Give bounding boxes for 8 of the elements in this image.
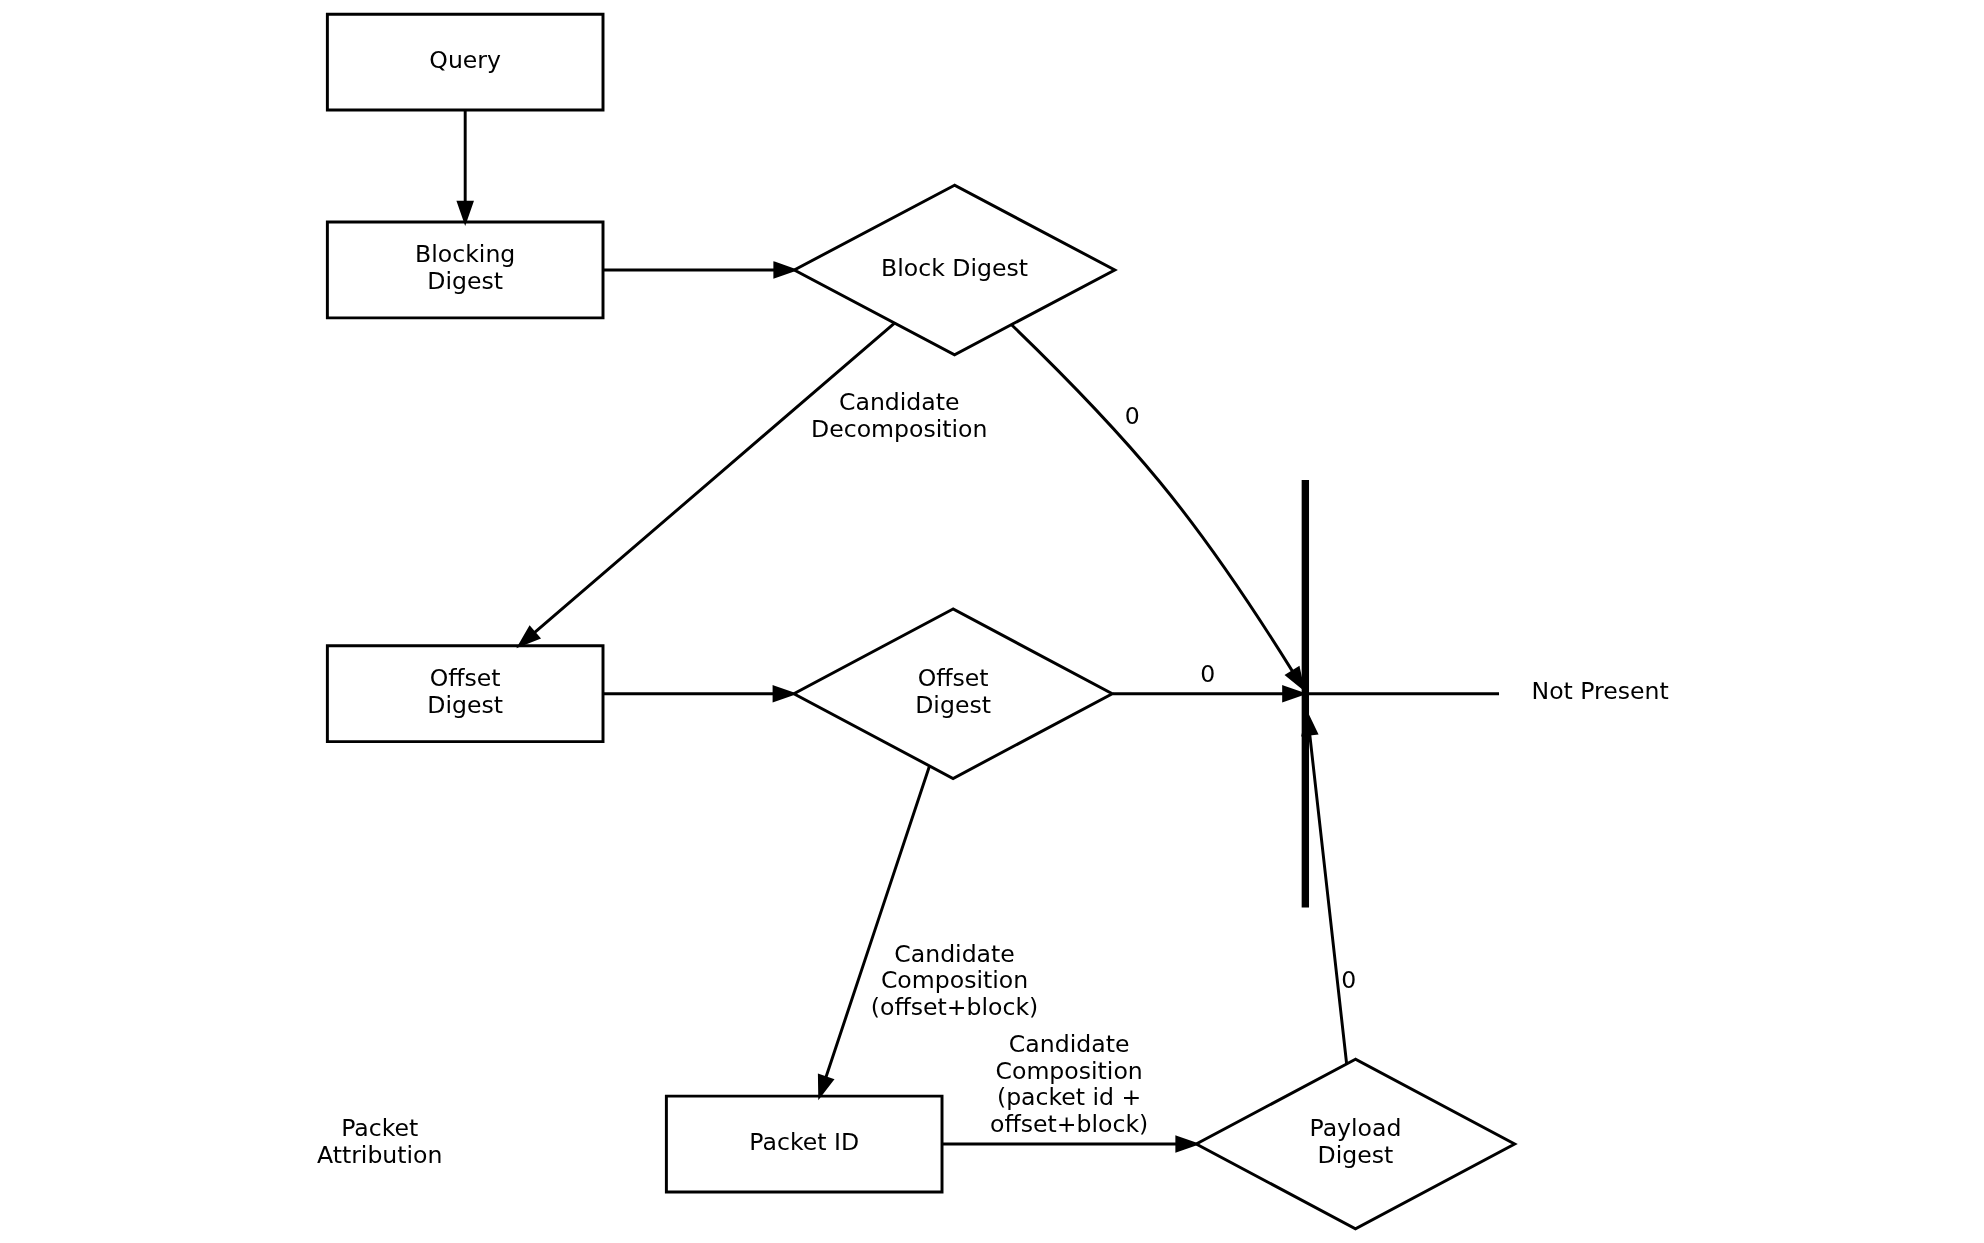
- edge-label: 0: [1124, 401, 1140, 430]
- edge-label: Candidate Composition (packet id + offset+block): [989, 1030, 1148, 1138]
- edge-label: Candidate Decomposition: [810, 388, 987, 443]
- edge-label: 0: [1199, 659, 1215, 688]
- label: Packet Attribution: [316, 1114, 442, 1169]
- edge-label: Candidate Composition (offset+block): [870, 939, 1038, 1021]
- edge-label: 0: [1340, 966, 1356, 995]
- node-text: Not Present: [1531, 677, 1669, 706]
